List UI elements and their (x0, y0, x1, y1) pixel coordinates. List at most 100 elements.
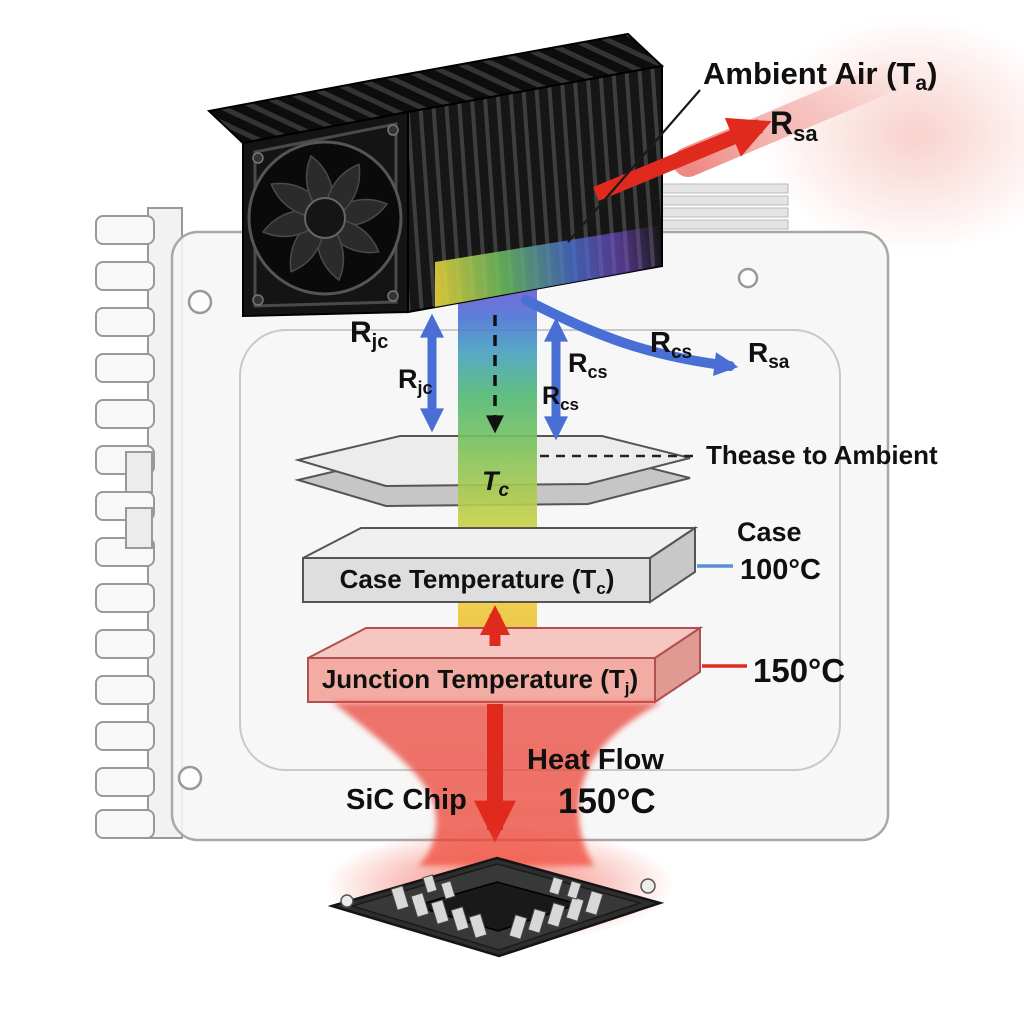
label-rjc-2-sub: jc (417, 378, 433, 398)
chip-corner-dot (340, 894, 354, 908)
chip-pin (565, 896, 585, 922)
label-rcs-2: Rcs (542, 382, 579, 414)
label-junction-plate: Junction Temperature (Tj) (322, 664, 638, 698)
ambient-leader-line (567, 89, 701, 243)
module-fin (95, 353, 155, 383)
label-case-callout-value: 100°C (740, 554, 821, 586)
label-heat-flow: Heat Flow (527, 744, 664, 776)
label-rjc-1-base: R (350, 316, 372, 349)
heatsink-assembly (206, 32, 665, 318)
fan-hub (304, 197, 346, 239)
label-ambient-air: Ambient Air (Ta) (703, 56, 937, 95)
chip-pin (422, 874, 438, 894)
chip-pin (527, 908, 547, 934)
label-ambient-air-sub: a (915, 72, 927, 95)
label-case-plate-post: ) (606, 564, 615, 594)
module-clip (125, 507, 153, 549)
label-rcs-curve-sub: cs (671, 342, 692, 363)
fan-screw (252, 152, 264, 164)
panel-screw-hole (177, 765, 203, 791)
label-rcs-1-sub: cs (588, 362, 608, 382)
label-case-callout-title: Case (737, 517, 802, 547)
label-rcs-1: Rcs (568, 348, 608, 382)
heatsink-face-rainbow (435, 225, 662, 307)
label-rsa-right-base: R (748, 337, 768, 368)
fan-frame (253, 122, 398, 308)
chip-pin (584, 890, 604, 916)
panel-fin (651, 219, 789, 230)
module-clip (125, 451, 153, 493)
module-fin (95, 675, 155, 705)
label-rsa-right-sub: sa (768, 352, 790, 373)
label-rjc-1: Rjc (350, 316, 388, 353)
module-fin (95, 629, 155, 659)
chip-pin (508, 914, 528, 940)
chip-pin (548, 876, 564, 896)
chip-corner-dot (640, 878, 656, 894)
panel-screw-hole (737, 267, 759, 289)
panel-fin (651, 207, 789, 218)
label-case-plate-pre: Case Temperature (T (340, 564, 597, 594)
module-fin (95, 261, 155, 291)
label-rsa-right: Rsa (748, 337, 790, 373)
module-fin (95, 307, 155, 337)
label-heatsink-to-ambient: Thease to Ambient (706, 440, 938, 470)
label-rcs-curve-base: R (650, 327, 671, 359)
chip-pin (430, 899, 450, 925)
ambient-haze (760, 15, 1024, 255)
label-case-plate: Case Temperature (Tc) (340, 564, 615, 598)
module-fin (95, 399, 155, 429)
label-sic-chip: SiC Chip (346, 784, 467, 816)
label-junction-value: 150°C (753, 652, 845, 689)
label-rjc-2-base: R (398, 364, 418, 394)
chip-pin (410, 892, 430, 918)
label-rjc-1-sub: jc (371, 331, 389, 353)
junction-plate-top (307, 627, 704, 659)
chip-pin (440, 880, 456, 900)
chip-pin (566, 880, 582, 900)
label-junction-plate-sub: j (624, 679, 630, 698)
label-junction-plate-post: ) (629, 664, 638, 694)
module-fin (95, 215, 155, 245)
fan-screw (387, 290, 399, 302)
module-fin (95, 583, 155, 613)
case-plate-front (302, 557, 651, 603)
label-rcs-1-base: R (568, 348, 588, 378)
label-rcs-2-sub: cs (560, 395, 579, 414)
label-tc-spreader: Tc (482, 466, 510, 501)
label-rsa-top-base: R (770, 105, 793, 141)
fan-screw (252, 294, 264, 306)
label-ambient-air-pre: Ambient Air (T (703, 56, 915, 91)
panel-fin (651, 183, 789, 194)
label-case-plate-sub: c (596, 579, 605, 598)
chip-pin (546, 902, 566, 928)
chip-pins (390, 874, 604, 940)
case-plate-top (302, 527, 699, 559)
module-fin (95, 809, 155, 839)
chip-pin (390, 885, 410, 911)
label-junction-plate-pre: Junction Temperature (T (322, 664, 625, 694)
label-rsa-top: Rsa (770, 105, 818, 146)
fan-screw (387, 124, 399, 136)
fan-blades (261, 154, 389, 282)
label-tc-base: T (482, 466, 501, 496)
chip-pin (468, 913, 488, 939)
label-rjc-2: Rjc (398, 364, 433, 398)
label-heat-flow-value: 150°C (558, 782, 656, 821)
label-rsa-top-sub: sa (793, 121, 818, 146)
module-fin (95, 721, 155, 751)
module-fin (95, 767, 155, 797)
label-rcs-curve: Rcs (650, 327, 692, 363)
case-plate (302, 526, 699, 604)
label-tc-sub: c (499, 480, 510, 501)
chip-pin (450, 906, 470, 932)
panel-top-fins (651, 183, 789, 230)
rsa-heat-arrow (593, 117, 772, 201)
panel-screw-hole (187, 289, 213, 315)
junction-plate (307, 626, 704, 704)
panel-fin (651, 195, 789, 206)
sic-chip-package (327, 856, 665, 958)
label-rcs-2-base: R (542, 382, 560, 410)
